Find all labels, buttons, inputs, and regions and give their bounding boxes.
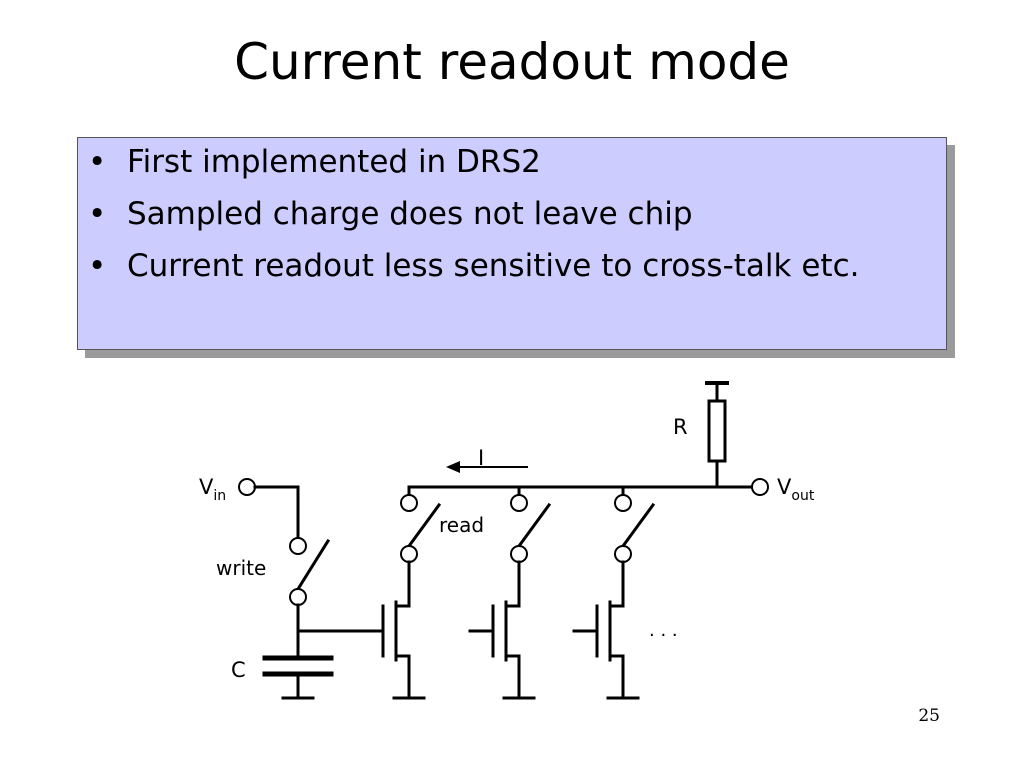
current-label: I bbox=[478, 446, 484, 470]
current-arrow bbox=[446, 461, 528, 473]
write-label: write bbox=[216, 556, 266, 580]
read-label: read bbox=[439, 513, 484, 537]
bullet-box: • First implemented in DRS2 • Sampled ch… bbox=[77, 137, 947, 350]
read-switch bbox=[614, 485, 656, 608]
bullet-item: • Sampled charge does not leave chip bbox=[78, 193, 916, 235]
vin-terminal bbox=[238, 478, 256, 496]
vout-terminal bbox=[751, 478, 769, 496]
bullet-item: • First implemented in DRS2 bbox=[78, 141, 916, 183]
read-switch bbox=[510, 485, 552, 608]
bullet-text: First implemented in DRS2 bbox=[127, 144, 541, 180]
page-number: 25 bbox=[918, 706, 940, 726]
readout-circuit-diagram: R I Vin Vout write read C . . . bbox=[199, 381, 815, 700]
vin-label: Vin bbox=[199, 475, 226, 504]
ellipsis-label: . . . bbox=[649, 620, 678, 641]
write-switch bbox=[253, 485, 383, 660]
vout-label: Vout bbox=[777, 475, 815, 504]
bullet-list: • First implemented in DRS2 • Sampled ch… bbox=[78, 138, 946, 287]
slide-title: Current readout mode bbox=[234, 33, 790, 91]
bullet-marker: • bbox=[88, 144, 107, 180]
transistor bbox=[381, 600, 426, 700]
bullet-marker: • bbox=[88, 248, 107, 284]
transistor bbox=[572, 600, 640, 700]
bullet-text: Current readout less sensitive to cross-… bbox=[127, 248, 860, 284]
transistor bbox=[468, 600, 536, 700]
bullet-item: • Current readout less sensitive to cros… bbox=[78, 245, 916, 287]
capacitor-label: C bbox=[231, 658, 246, 682]
resistor bbox=[705, 381, 729, 489]
capacitor bbox=[262, 655, 334, 700]
read-switch bbox=[400, 485, 442, 608]
resistor-label: R bbox=[673, 415, 688, 439]
bullet-text: Sampled charge does not leave chip bbox=[127, 196, 693, 232]
bullet-marker: • bbox=[88, 196, 107, 232]
